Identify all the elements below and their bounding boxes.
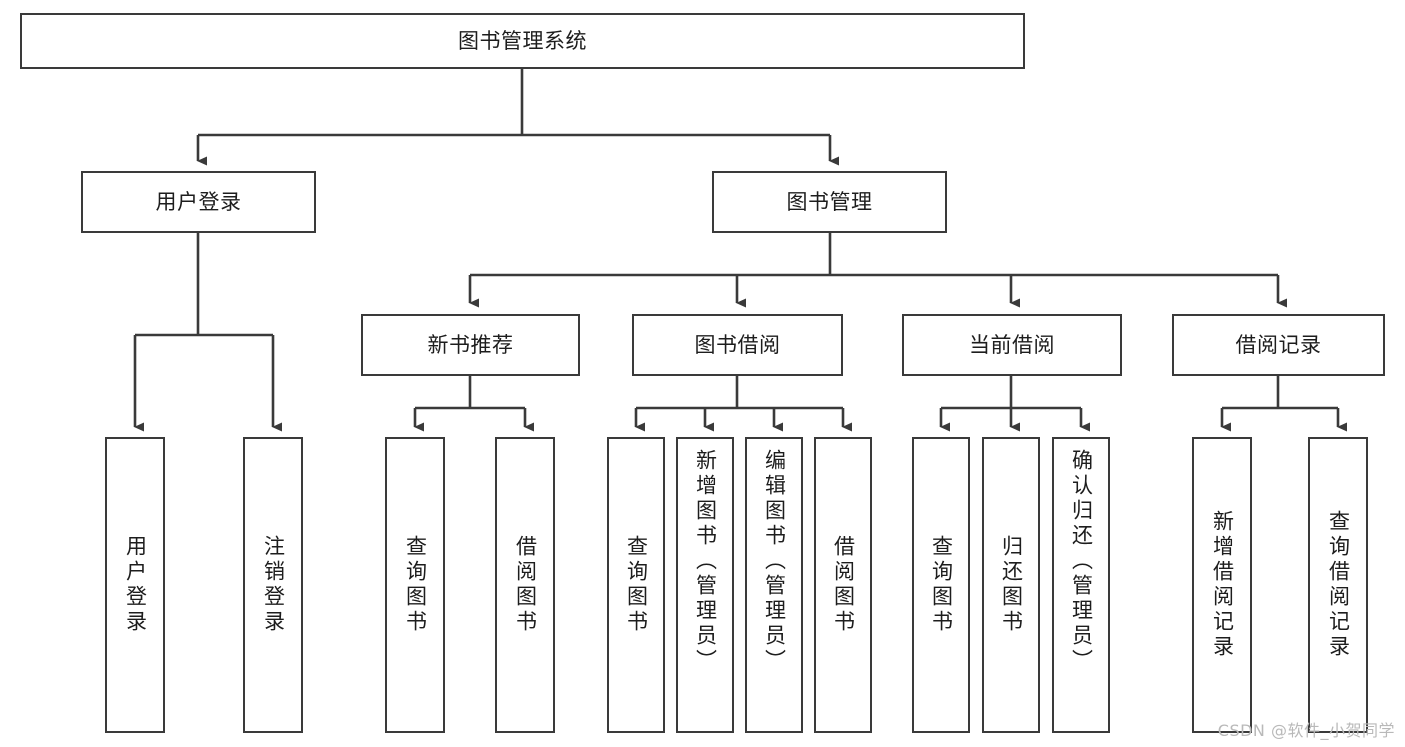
node-label: 新增图书（管理员）: [693, 449, 718, 674]
leaf-new-book-borrow-book[interactable]: 借阅图书: [495, 437, 555, 733]
node-label: 归还图书: [999, 535, 1024, 635]
node-label: 查询图书: [403, 535, 428, 635]
watermark-text: CSDN @软件_小贺同学: [1217, 721, 1395, 740]
node-label: 图书管理: [786, 189, 873, 214]
leaf-current-borrow-confirm-return-admin[interactable]: 确认归还（管理员）: [1052, 437, 1110, 733]
node-label: 注销登录: [261, 535, 286, 635]
leaf-new-book-query-book[interactable]: 查询图书: [385, 437, 445, 733]
node-borrow-record[interactable]: 借阅记录: [1172, 314, 1385, 376]
leaf-book-borrow-borrow-book[interactable]: 借阅图书: [814, 437, 872, 733]
node-book-borrow[interactable]: 图书借阅: [632, 314, 843, 376]
node-label: 当前借阅: [969, 332, 1055, 357]
node-label: 查询借阅记录: [1326, 510, 1351, 660]
node-book-management[interactable]: 图书管理: [712, 171, 947, 233]
leaf-book-borrow-query-book[interactable]: 查询图书: [607, 437, 665, 733]
node-label: 借阅记录: [1235, 332, 1322, 357]
leaf-current-borrow-return-book[interactable]: 归还图书: [982, 437, 1040, 733]
node-label: 查询图书: [624, 535, 649, 635]
node-current-borrow[interactable]: 当前借阅: [902, 314, 1122, 376]
node-label: 确认归还（管理员）: [1069, 449, 1094, 674]
node-label: 编辑图书（管理员）: [762, 449, 787, 674]
leaf-book-borrow-add-book-admin[interactable]: 新增图书（管理员）: [676, 437, 734, 733]
node-label: 图书借阅: [694, 332, 781, 357]
leaf-user-login-logout[interactable]: 注销登录: [243, 437, 303, 733]
node-root-book-management-system[interactable]: 图书管理系统: [20, 13, 1025, 69]
node-label: 图书管理系统: [458, 28, 587, 53]
leaf-book-borrow-edit-book-admin[interactable]: 编辑图书（管理员）: [745, 437, 803, 733]
node-label: 用户登录: [123, 535, 148, 635]
leaf-borrow-record-add-record[interactable]: 新增借阅记录: [1192, 437, 1252, 733]
node-label: 新增借阅记录: [1210, 510, 1235, 660]
node-new-book-recommend[interactable]: 新书推荐: [361, 314, 580, 376]
node-label: 借阅图书: [513, 535, 538, 635]
node-label: 查询图书: [929, 535, 954, 635]
leaf-current-borrow-query-book[interactable]: 查询图书: [912, 437, 970, 733]
leaf-borrow-record-query-record[interactable]: 查询借阅记录: [1308, 437, 1368, 733]
node-label: 用户登录: [155, 189, 242, 214]
node-user-login[interactable]: 用户登录: [81, 171, 316, 233]
leaf-user-login-login[interactable]: 用户登录: [105, 437, 165, 733]
node-label: 新书推荐: [427, 332, 514, 357]
node-label: 借阅图书: [831, 535, 856, 635]
